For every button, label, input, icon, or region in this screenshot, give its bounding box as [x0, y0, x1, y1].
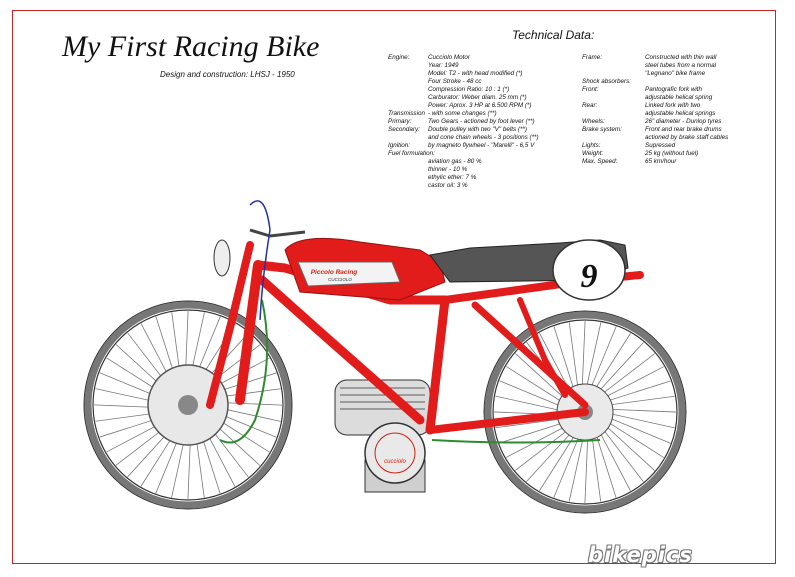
spec-key: Brake system:	[582, 126, 622, 133]
throttle-cable	[249, 200, 271, 321]
spec-key: Front:	[582, 86, 599, 93]
spec-value: Pantografic fork with	[645, 86, 703, 93]
spec-key: Weight:	[582, 150, 604, 157]
spec-key: Max. Speed:	[582, 158, 618, 165]
spec-value: Double pulley with two "V" belts (**)	[428, 126, 527, 133]
spec-value: Linked fork with two	[645, 102, 701, 109]
spec-key: Transmission	[388, 110, 425, 117]
race-number: 9	[581, 258, 598, 295]
spec-key: Lights:	[582, 142, 601, 149]
spec-key: Secondary:	[388, 126, 420, 133]
headlamp	[213, 239, 231, 277]
front-wheel	[83, 300, 293, 510]
spec-value: Supressed	[645, 142, 676, 149]
spec-value: Carburator: Weber diam. 25 mm (*)	[428, 94, 527, 101]
spec-value: 25 kg (without fuel)	[645, 150, 699, 157]
tank-sublabel: CUCCIOLO	[328, 277, 352, 282]
tank-label: Piccolo Racing	[311, 269, 358, 276]
spec-key: Wheels:	[582, 118, 605, 125]
spec-value: ethylic ether: 7 %	[428, 174, 477, 181]
spec-value: 65 km/hour	[645, 158, 677, 165]
spec-value: steel tubes from a normal	[645, 62, 717, 69]
spec-value: Two Gears - actioned by foot lever (**)	[428, 118, 535, 125]
spec-key: Engine:	[388, 54, 410, 61]
spec-value: adjustable helical springs	[645, 110, 716, 117]
handlebar	[249, 228, 306, 238]
spec-value: - with some changes (**)	[428, 110, 497, 117]
spec-value: aviation gas - 80 %	[428, 158, 482, 165]
spec-value: Constructed with thin wall	[645, 54, 717, 61]
spec-key: Ignition:	[388, 142, 411, 149]
fuel-tank: Piccolo Racing CUCCIOLO	[284, 237, 446, 301]
spec-value: Power: Aprox. 3 HP at 6.500 RPM (*)	[428, 102, 532, 109]
engine-badge: cucciolo	[384, 459, 406, 465]
spec-value: Year: 1949	[428, 62, 459, 69]
spec-value: 26" diameter - Dunlop tyres	[645, 118, 722, 125]
spec-key: Primary:	[388, 118, 412, 125]
spec-key: Shock absorbers:	[582, 78, 632, 85]
spec-key: Frame:	[582, 54, 602, 61]
spec-value: thinner - 10 %	[428, 166, 468, 173]
spec-value: actioned by brake staff cables	[645, 134, 729, 141]
spec-value: Four Stroke - 48 cc	[428, 78, 482, 85]
spec-value: and cone chain wheels - 3 positions (**)	[428, 134, 539, 141]
page-border	[12, 10, 776, 564]
spec-value: castor oil: 3 %	[428, 182, 468, 189]
spec-value: adjustable helical spring	[645, 94, 713, 101]
technical-data-heading: Technical Data:	[512, 28, 595, 42]
spec-value: Model: T2 - with head modified (*)	[428, 70, 523, 77]
brake-cables	[219, 299, 601, 444]
spec-key: Fuel formulation:	[388, 150, 435, 157]
engine: cucciolo	[334, 379, 431, 493]
spec-value: Front and rear brake drums	[645, 126, 722, 133]
page-subtitle: Design and construction: LHSJ - 1950	[160, 70, 295, 79]
number-plate: 9	[552, 239, 626, 301]
page-title: My First Racing Bike	[62, 30, 320, 63]
watermark: bikepics	[588, 543, 693, 567]
spec-value: Compression Ratio: 10 : 1 (*)	[428, 86, 510, 93]
spec-key: Rear:	[582, 102, 598, 109]
spec-value: "Legnano" bike frame	[645, 70, 706, 77]
spec-value: by magneto flywheel - "Marelli" - 6,5 V	[428, 142, 535, 149]
spec-value: Cucciolo Motor	[428, 54, 470, 61]
